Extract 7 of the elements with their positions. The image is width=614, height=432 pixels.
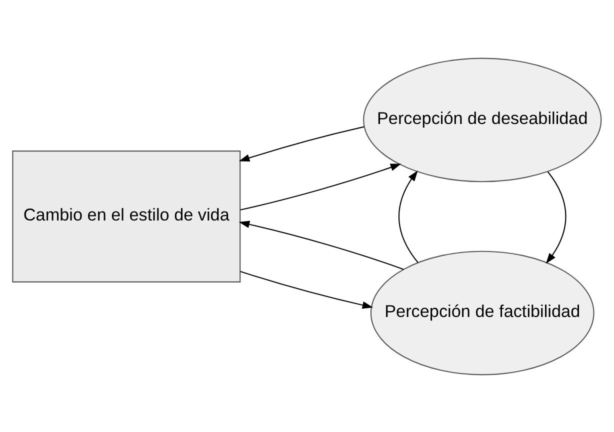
arrow [546, 170, 566, 264]
arrow [238, 220, 404, 270]
arrow [398, 170, 418, 262]
node-box: Cambio en el estilo de vida [12, 150, 241, 282]
arrow [238, 126, 364, 162]
arrow [240, 163, 402, 210]
arrow [240, 270, 374, 308]
